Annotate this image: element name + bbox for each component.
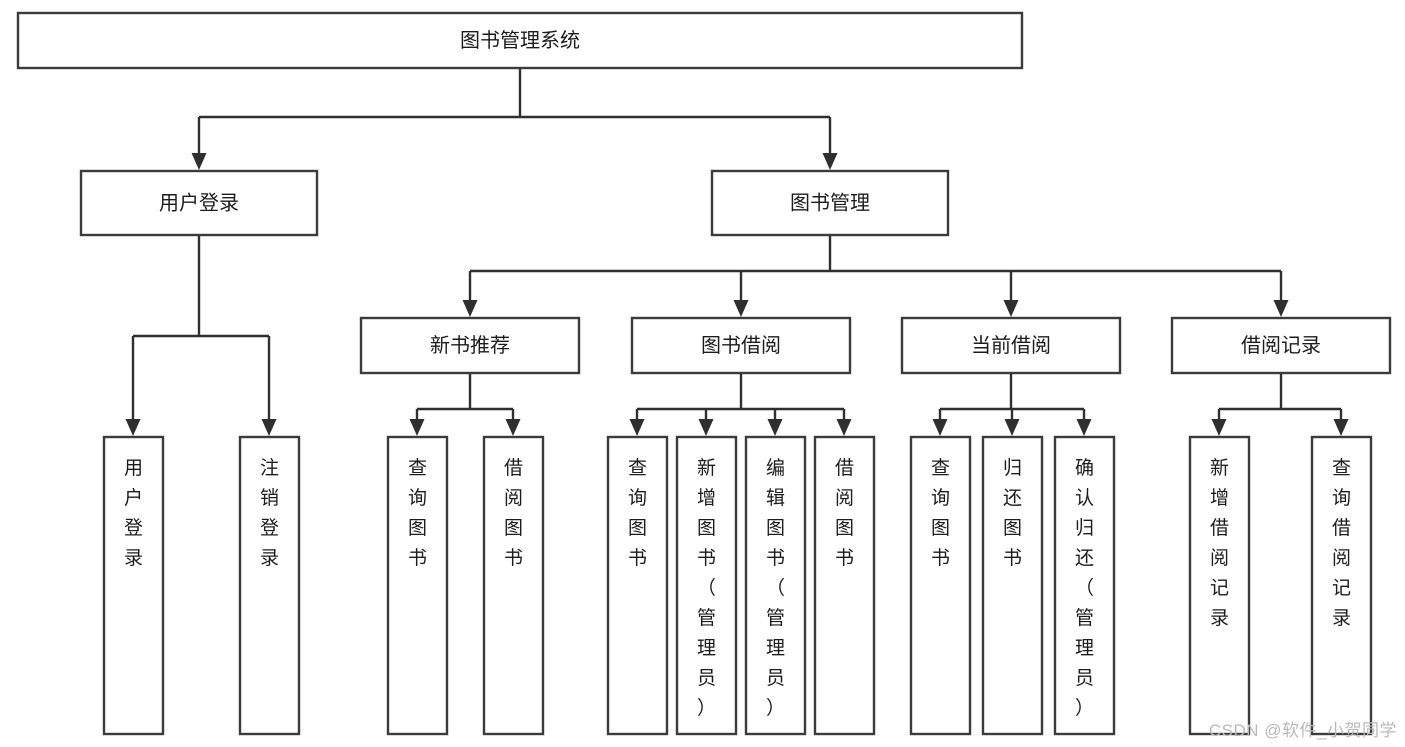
arrow-head-icon [191,153,207,170]
arrow-head-icon [698,419,714,436]
node-label: 查询图书 [408,457,427,569]
node-box[interactable] [1188,435,1251,736]
node-layer: 图书管理系统用户登录图书管理新书推荐图书借阅当前借阅借阅记录用户登录注销登录查询… [16,11,1392,736]
node-box[interactable] [1053,435,1116,736]
connector-layer [125,68,1349,436]
arrow-head-icon [932,419,948,436]
node-box[interactable] [710,169,950,237]
level3-node-book-borrow[interactable]: 图书借阅 [630,316,852,375]
arrow-head-icon [733,300,749,317]
arrow-head-icon [125,419,141,436]
node-box[interactable] [238,435,301,736]
node-label: 图书管理系统 [460,29,580,52]
arrow-head-icon [261,419,277,436]
leaf-node-leaf-add-book[interactable]: 新增图书（管理员） [675,435,738,736]
root-node-root[interactable]: 图书管理系统 [16,11,1024,70]
leaf-node-leaf-query-book-current[interactable]: 查询图书 [909,435,972,736]
arrow-head-icon [505,419,521,436]
level3-node-borrow-record[interactable]: 借阅记录 [1170,316,1392,375]
node-label: 查询图书 [628,457,647,569]
leaf-node-leaf-edit-book[interactable]: 编辑图书（管理员） [744,435,807,736]
leaf-node-leaf-borrow-book[interactable]: 借阅图书 [813,435,876,736]
node-box[interactable] [813,435,876,736]
connector-bus-borrow-record [1211,373,1349,436]
node-box[interactable] [1310,435,1373,736]
connector-bus-root [191,68,838,170]
arrow-head-icon [767,419,783,436]
node-box[interactable] [744,435,807,736]
node-box[interactable] [630,316,852,375]
leaf-node-leaf-query-borrow-record[interactable]: 查询借阅记录 [1310,435,1373,736]
node-label: 图书借阅 [701,334,781,357]
node-box[interactable] [359,316,581,375]
arrow-head-icon [462,300,478,317]
arrow-head-icon [1003,300,1019,317]
leaf-node-leaf-user-login[interactable]: 用户登录 [102,435,165,736]
leaf-node-leaf-add-borrow-record[interactable]: 新增借阅记录 [1188,435,1251,736]
leaf-node-leaf-return-book[interactable]: 归还图书 [981,435,1044,736]
arrow-head-icon [1273,300,1289,317]
arrow-head-icon [1211,419,1227,436]
leaf-node-leaf-query-book-recommend[interactable]: 查询图书 [386,435,449,736]
arrow-head-icon [1076,419,1092,436]
node-label: 新书推荐 [430,334,510,357]
level3-node-current-borrow[interactable]: 当前借阅 [900,316,1122,375]
node-box[interactable] [606,435,669,736]
node-label: 借阅记录 [1241,334,1321,357]
node-box[interactable] [909,435,972,736]
connector-bus-current-borrow [932,373,1092,436]
node-label: 图书管理 [790,191,870,214]
node-box[interactable] [16,11,1024,70]
node-box[interactable] [386,435,449,736]
connector-bus-new-book-recommend [409,373,521,436]
node-box[interactable] [675,435,738,736]
leaf-node-leaf-borrow-book-recommend[interactable]: 借阅图书 [482,435,545,736]
node-box[interactable] [1170,316,1392,375]
leaf-node-leaf-user-logout[interactable]: 注销登录 [238,435,301,736]
leaf-node-leaf-confirm-return[interactable]: 确认归还（管理员） [1053,435,1116,736]
connector-bus-book-manage [462,235,1289,317]
node-box[interactable] [102,435,165,736]
node-box[interactable] [900,316,1122,375]
arrow-head-icon [822,153,838,170]
node-label: 查询图书 [931,457,950,569]
node-label: 查询借阅记录 [1332,457,1351,629]
arrow-head-icon [409,419,425,436]
node-label: 编辑图书（管理员） [766,457,785,719]
node-label: 当前借阅 [971,334,1051,357]
node-label: 用户登录 [159,191,239,214]
node-label: 归还图书 [1003,457,1022,569]
node-box[interactable] [79,169,319,237]
level2-node-book-manage[interactable]: 图书管理 [710,169,950,237]
level3-node-new-book-recommend[interactable]: 新书推荐 [359,316,581,375]
node-label: 借阅图书 [835,457,854,569]
arrow-head-icon [1333,419,1349,436]
node-label: 新增借阅记录 [1210,457,1229,629]
connector-bus-user-login [125,235,277,436]
node-label: 用户登录 [124,458,143,569]
node-box[interactable] [981,435,1044,736]
arrow-head-icon [629,419,645,436]
leaf-node-leaf-query-book-borrow[interactable]: 查询图书 [606,435,669,736]
level2-node-user-login[interactable]: 用户登录 [79,169,319,237]
node-label: 借阅图书 [504,457,523,569]
connector-bus-book-borrow [629,373,852,436]
node-box[interactable] [482,435,545,736]
node-label: 新增图书（管理员） [697,457,716,719]
node-label: 注销登录 [260,457,279,569]
arrow-head-icon [1004,419,1020,436]
node-label: 确认归还（管理员） [1075,457,1094,719]
arrow-head-icon [836,419,852,436]
